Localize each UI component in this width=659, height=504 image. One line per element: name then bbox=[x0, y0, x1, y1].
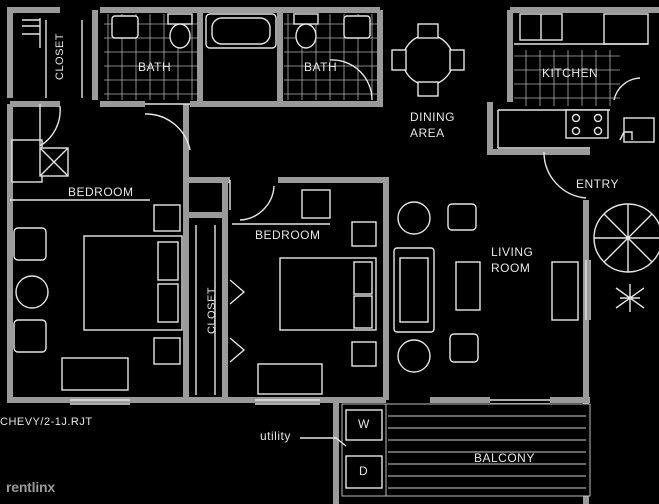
plan-code: CHEVY/2-1J.RJT bbox=[0, 416, 93, 428]
toilet-left bbox=[167, 13, 193, 49]
label-entry: ENTRY bbox=[576, 177, 619, 191]
dining-table bbox=[391, 23, 465, 97]
label-living-line1: LIVING bbox=[491, 245, 534, 259]
walls bbox=[7, 7, 659, 504]
sink-right bbox=[343, 15, 371, 39]
watermark-rentlinx: rentlinx bbox=[6, 479, 55, 495]
toilet-right bbox=[293, 13, 319, 49]
label-bath-left: BATH bbox=[138, 60, 172, 74]
dresser-second bbox=[257, 363, 323, 395]
dryer bbox=[345, 455, 383, 489]
tv-stand bbox=[551, 261, 579, 321]
tile-grid-bath-left bbox=[104, 14, 198, 100]
label-dining-line1: DINING bbox=[410, 110, 455, 124]
label-utility: utility bbox=[260, 429, 291, 443]
label-balcony: BALCONY bbox=[474, 451, 535, 465]
tile-grid-bath-right bbox=[284, 14, 378, 100]
balcony-deck bbox=[341, 403, 591, 497]
label-kitchen: KITCHEN bbox=[542, 66, 599, 80]
stove bbox=[565, 109, 609, 139]
label-bedroom-second: BEDROOM bbox=[255, 228, 321, 242]
tree-icon bbox=[593, 203, 659, 312]
label-bedroom-main: BEDROOM bbox=[68, 185, 134, 199]
label-bath-right: BATH bbox=[304, 60, 338, 74]
label-closet-mid: CLOSET bbox=[206, 286, 218, 334]
label-dining-line2: AREA bbox=[410, 126, 445, 140]
washer bbox=[345, 409, 383, 441]
dresser-main bbox=[61, 357, 129, 391]
label-living-line2: ROOM bbox=[491, 261, 531, 275]
label-closet-top: CLOSET bbox=[54, 32, 66, 80]
tile-grid-kitchen bbox=[514, 50, 620, 106]
coffee-table bbox=[455, 261, 481, 311]
fridge bbox=[603, 13, 649, 45]
label-dryer: D bbox=[359, 464, 369, 478]
desk bbox=[11, 139, 43, 183]
sink-left bbox=[111, 15, 139, 39]
label-washer: W bbox=[358, 417, 370, 431]
